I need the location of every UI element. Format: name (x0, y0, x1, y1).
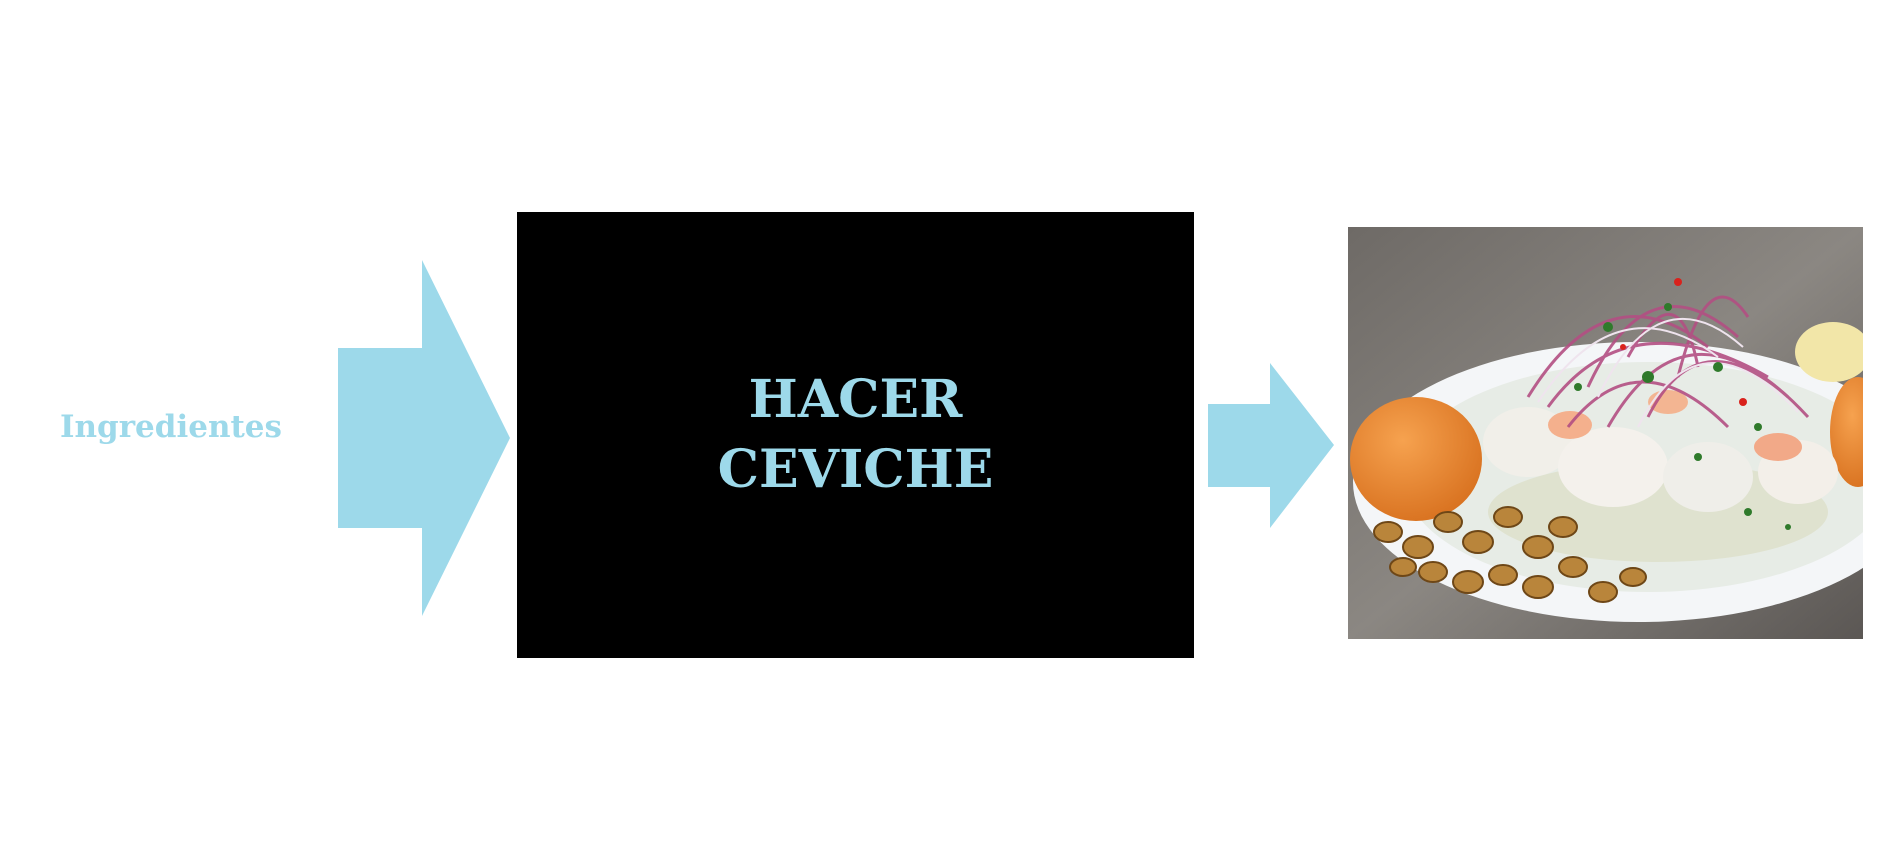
output-arrow-icon (1208, 363, 1334, 528)
input-arrow-icon (338, 260, 510, 616)
ceviche-photo (1348, 227, 1863, 639)
process-box: HACER CEVICHE (517, 212, 1194, 658)
input-label: Ingredientes (60, 409, 282, 445)
process-title: HACER CEVICHE (717, 369, 994, 500)
